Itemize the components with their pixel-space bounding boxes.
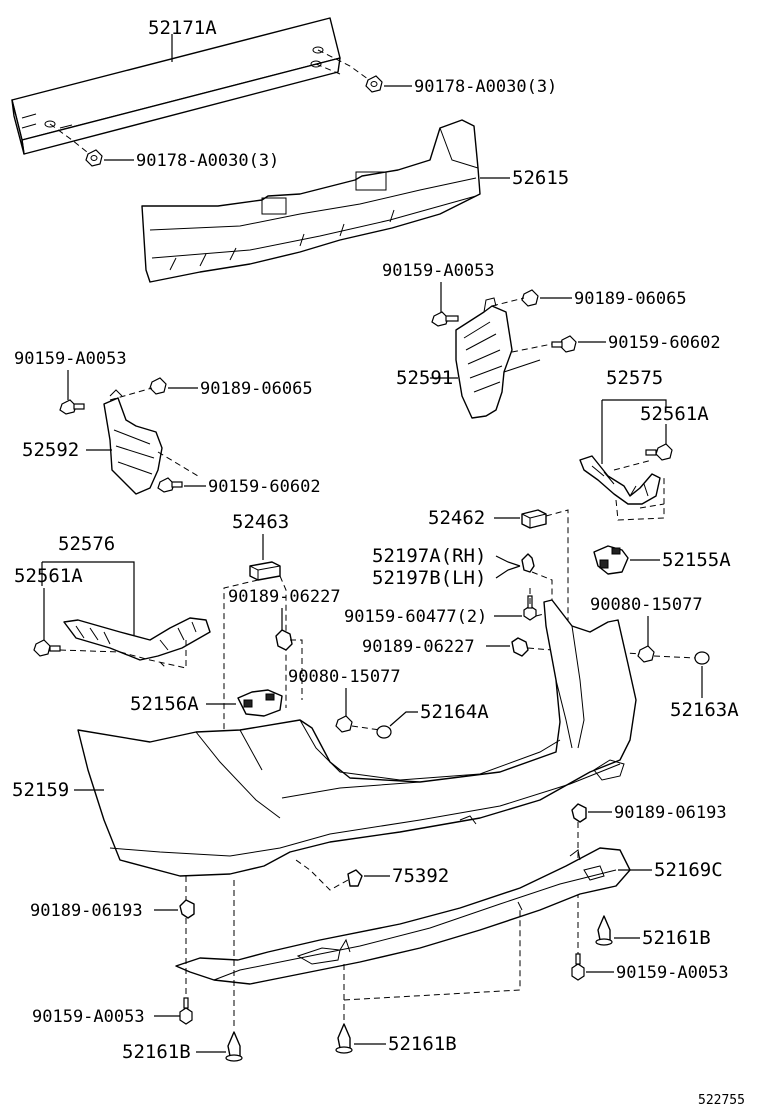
cap-left — [376, 725, 392, 739]
label-stay-right: 52155A — [662, 549, 731, 571]
label-side-retainer-rh: 52575 — [606, 367, 663, 389]
side-retainer-rh — [579, 455, 661, 505]
label-nut-left: 90178-A0030(3) — [136, 151, 279, 171]
label-nut-lh-upper: 90189-06065 — [200, 379, 313, 399]
side-support-bolt-lh — [33, 639, 61, 657]
bolt-right-lower — [571, 953, 585, 981]
label-pad-left: 52463 — [232, 511, 289, 533]
label-rivet-center: 52161B — [388, 1033, 457, 1055]
label-clip-lh: 52197B(LH) — [372, 567, 486, 589]
label-retainer-rh: 52591 — [396, 367, 453, 389]
label-grommet-right: 90080-15077 — [590, 595, 703, 615]
label-rivet-left: 52161B — [122, 1041, 191, 1063]
label-side-support-lh: 52561A — [14, 565, 83, 587]
grommet-left — [335, 715, 353, 733]
label-bolt-left-lower: 90159-A0053 — [32, 1007, 145, 1027]
label-cap-right: 52163A — [670, 699, 739, 721]
nut-left-mid — [275, 629, 293, 651]
grommet-right — [637, 645, 655, 663]
rear-bumper-retainer-rh — [455, 297, 541, 419]
label-bolt-lh-lower: 90159-60602 — [208, 477, 321, 497]
label-nut-left-lower: 90189-06193 — [30, 901, 143, 921]
nut-right-mid — [511, 637, 529, 657]
side-retainer-lh — [63, 617, 211, 661]
rivet-center — [335, 1023, 353, 1054]
bolt-lh-upper — [59, 399, 85, 415]
figure-number: 522755 — [698, 1093, 745, 1108]
label-side-support-rh: 52561A — [640, 403, 709, 425]
flange-nut-left — [85, 149, 103, 167]
nut-right-lower — [571, 803, 587, 823]
label-cap-left: 52164A — [420, 701, 489, 723]
label-nut-right-lower: 90189-06193 — [614, 803, 727, 823]
flange-nut-top — [365, 75, 383, 93]
label-clip-center: 75392 — [392, 865, 449, 887]
energy-absorber — [141, 119, 481, 283]
label-retainer-lh: 52592 — [22, 439, 79, 461]
cap-right — [694, 651, 710, 665]
label-grommet-left: 90080-15077 — [288, 667, 401, 687]
label-nut-left-mid: 90189-06227 — [228, 587, 341, 607]
nut-left-lower — [179, 899, 195, 919]
nut-lh-upper — [149, 377, 167, 395]
label-nut-top: 90178-A0030(3) — [414, 77, 557, 97]
bolt-lh-lower — [157, 477, 183, 493]
label-bolt-mid: 90159-60477(2) — [344, 607, 487, 627]
stay-left — [237, 689, 283, 717]
label-nut-right-mid: 90189-06227 — [362, 637, 475, 657]
label-pad-right: 52462 — [428, 507, 485, 529]
label-bolt-rh-lower: 90159-60602 — [608, 333, 721, 353]
bolt-rh-upper — [431, 311, 459, 327]
bumper-reinforcement — [11, 17, 341, 155]
clip-center — [347, 869, 363, 887]
bolt-rh-lower — [551, 335, 577, 353]
label-bolt-right-lower: 90159-A0053 — [616, 963, 729, 983]
label-lower-cover: 52169C — [654, 859, 723, 881]
label-stay-left: 52156A — [130, 693, 199, 715]
rivet-left — [225, 1031, 243, 1062]
label-absorber: 52615 — [512, 167, 569, 189]
pad-right — [521, 509, 547, 529]
label-bolt-lh-upper: 90159-A0053 — [14, 349, 127, 369]
pad-left — [249, 561, 281, 581]
stay-right — [593, 545, 629, 575]
label-reinforcement: 52171A — [148, 17, 217, 39]
bolt-left-lower — [179, 997, 193, 1025]
label-nut-rh-upper: 90189-06065 — [574, 289, 687, 309]
label-clip-rh: 52197A(RH) — [372, 545, 486, 567]
rivet-right — [595, 915, 613, 946]
retainer-clip — [521, 553, 535, 573]
rear-bumper-retainer-lh — [103, 389, 163, 495]
label-rivet-right: 52161B — [642, 927, 711, 949]
lower-bumper-cover — [175, 847, 631, 985]
label-bolt-rh-upper: 90159-A0053 — [382, 261, 495, 281]
nut-rh-upper — [521, 289, 539, 307]
label-bumper-cover: 52159 — [12, 779, 69, 801]
side-support-bolt-rh — [645, 443, 673, 461]
label-side-retainer-lh: 52576 — [58, 533, 115, 555]
rear-bumper-cover — [77, 599, 637, 877]
